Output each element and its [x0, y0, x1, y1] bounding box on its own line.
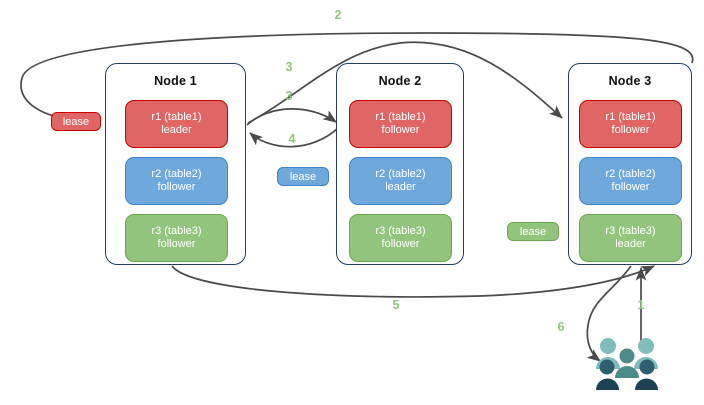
node-box-1[interactable]: Node 1 r1 (table1) leader r2 (table2) fo…: [105, 63, 246, 265]
lease-chip-green[interactable]: lease: [507, 222, 559, 241]
replica-id: r2 (table2): [605, 167, 656, 180]
step-label-2: 2: [334, 8, 342, 22]
replica-n1-r3[interactable]: r3 (table3) follower: [125, 214, 228, 262]
replica-role: leader: [385, 181, 416, 193]
arrow-step-3-lens: [246, 108, 337, 126]
replica-n3-r1[interactable]: r1 (table1) follower: [579, 100, 682, 148]
replica-n1-r1[interactable]: r1 (table1) leader: [125, 100, 228, 148]
lease-chip-blue[interactable]: lease: [277, 167, 329, 186]
replica-n2-r1[interactable]: r1 (table1) follower: [349, 100, 452, 148]
replica-n1-r2[interactable]: r2 (table2) follower: [125, 157, 228, 205]
replica-id: r2 (table2): [151, 167, 202, 180]
replica-id: r1 (table1): [375, 110, 426, 123]
lease-label: lease: [519, 225, 547, 238]
replica-role: leader: [161, 124, 192, 136]
lease-label: lease: [289, 170, 317, 183]
replica-role: follower: [157, 181, 196, 193]
replica-n3-r2[interactable]: r2 (table2) follower: [579, 157, 682, 205]
replica-id: r3 (table3): [375, 224, 426, 237]
replica-role: follower: [381, 238, 420, 250]
replica-n2-r3[interactable]: r3 (table3) follower: [349, 214, 452, 262]
replica-role: follower: [611, 124, 650, 136]
replica-role: leader: [615, 238, 646, 250]
step-label-6: 6: [557, 320, 565, 334]
node-title-2: Node 2: [378, 74, 422, 88]
step-label-3-lens: 3: [285, 89, 293, 103]
replica-n2-r2[interactable]: r2 (table2) leader: [349, 157, 452, 205]
replica-n3-r3[interactable]: r3 (table3) leader: [579, 214, 682, 262]
replica-id: r3 (table3): [151, 224, 202, 237]
step-label-1: 1: [637, 298, 645, 312]
node-title-1: Node 1: [154, 74, 197, 88]
step-label-3-arc: 3: [285, 60, 293, 74]
replica-id: r3 (table3): [605, 224, 656, 237]
step-label-4: 4: [288, 132, 296, 146]
step-label-5: 5: [392, 298, 400, 312]
lease-label: lease: [62, 115, 90, 128]
replica-role: follower: [611, 181, 650, 193]
replica-role: follower: [381, 124, 420, 136]
lease-chip-red[interactable]: lease: [51, 112, 101, 131]
node-title-3: Node 3: [608, 74, 652, 88]
replica-id: r1 (table1): [605, 110, 656, 123]
replica-role: follower: [157, 238, 196, 250]
users-group-icon: [596, 338, 658, 390]
node-box-3[interactable]: Node 3 r1 (table1) follower r2 (table2) …: [568, 63, 692, 265]
node-box-2[interactable]: Node 2 r1 (table1) follower r2 (table2) …: [336, 63, 464, 265]
replica-id: r1 (table1): [151, 110, 202, 123]
arrow-step-5: [171, 265, 655, 298]
replica-id: r2 (table2): [375, 167, 426, 180]
